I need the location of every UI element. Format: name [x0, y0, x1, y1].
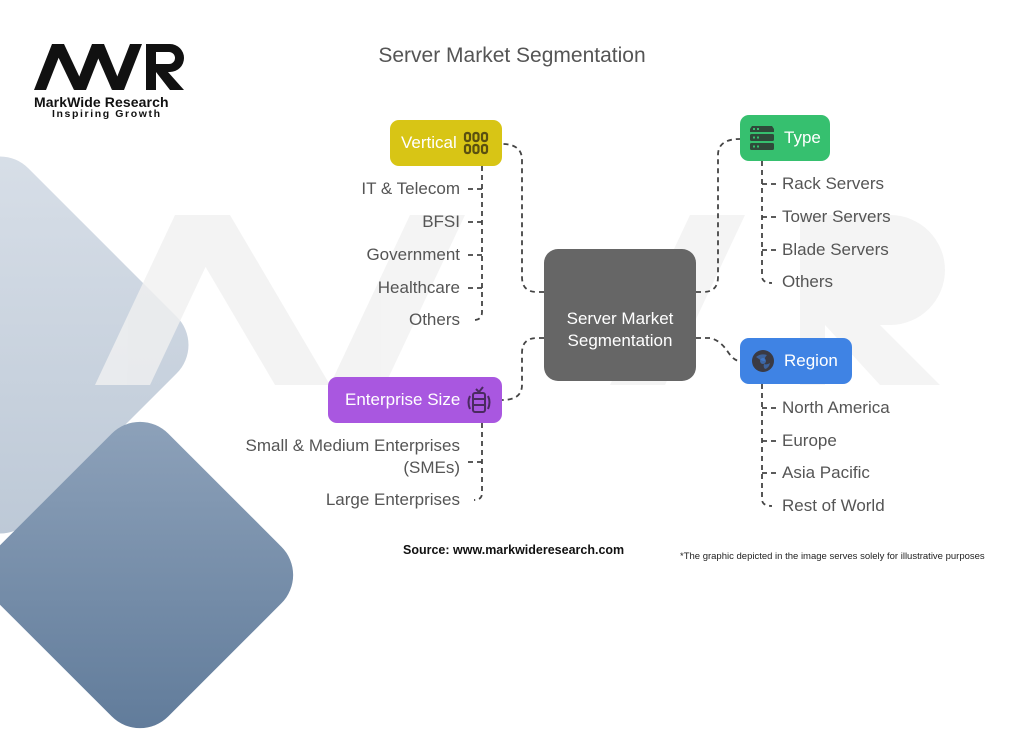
segment-label-region: Region: [784, 351, 838, 370]
segment-label-type: Type: [784, 128, 821, 147]
connector-vertical-trunk: [473, 166, 483, 321]
brand-tagline: Inspiring Growth: [52, 108, 162, 120]
list-item-vertical: Healthcare: [377, 278, 460, 297]
segment-label-enterprise-size: Enterprise Size: [345, 390, 461, 409]
segment-node-vertical[interactable]: Vertical: [390, 120, 502, 166]
center-node: Server Market Segmentation: [544, 249, 696, 381]
globe-icon: [750, 348, 776, 374]
list-item-enterprise-size-suffix: (SMEs): [403, 458, 460, 477]
list-item-region: North America: [782, 398, 890, 417]
connector-type-trunk: [761, 161, 773, 284]
server-rack-icon: [748, 124, 776, 152]
list-item-vertical: IT & Telecom: [361, 179, 460, 198]
list-item-enterprise-size: Large Enterprises: [325, 490, 460, 509]
grid-icon: [463, 131, 489, 155]
brand-name: MarkWide Research: [34, 94, 169, 110]
list-item-region: Asia Pacific: [782, 463, 870, 482]
list-item-type: Others: [782, 272, 834, 291]
list-item-vertical: Government: [366, 245, 460, 264]
list-item-type: Rack Servers: [782, 174, 885, 193]
list-item-region: Rest of World: [782, 496, 885, 515]
connector-lines: [468, 138, 776, 507]
connector-region-trunk: [761, 384, 773, 507]
connector-enterprise-trunk: [473, 423, 483, 501]
connector-center-vertical: [501, 143, 544, 293]
list-item-vertical: Others: [408, 310, 460, 329]
segment-node-enterprise-size[interactable]: Enterprise Size: [328, 377, 502, 423]
list-item-enterprise-size: Small & Medium Enterprises: [245, 436, 460, 455]
segment-node-region[interactable]: Region: [740, 338, 852, 384]
center-node-line2: Segmentation: [567, 331, 673, 350]
connector-center-region: [696, 337, 741, 362]
mwr-monogram-icon: [34, 44, 184, 90]
segment-node-type[interactable]: Type: [740, 115, 830, 161]
connector-center-type: [696, 138, 741, 293]
source-link[interactable]: Source: www.markwideresearch.com: [403, 543, 625, 557]
connector-center-enterprise: [501, 337, 544, 401]
page-title: Server Market Segmentation: [378, 44, 646, 67]
disclaimer-text: *The graphic depicted in the image serve…: [680, 551, 985, 562]
database-icon: [466, 386, 492, 414]
brand-logo: MarkWide Research Inspiring Growth: [30, 38, 200, 120]
center-node-line1: Server Market: [566, 309, 674, 328]
list-item-vertical: BFSI: [422, 212, 460, 231]
list-item-region: Europe: [782, 431, 837, 450]
segment-label-vertical: Vertical: [401, 133, 457, 152]
list-item-type: Blade Servers: [782, 240, 889, 259]
list-item-type: Tower Servers: [782, 207, 891, 226]
